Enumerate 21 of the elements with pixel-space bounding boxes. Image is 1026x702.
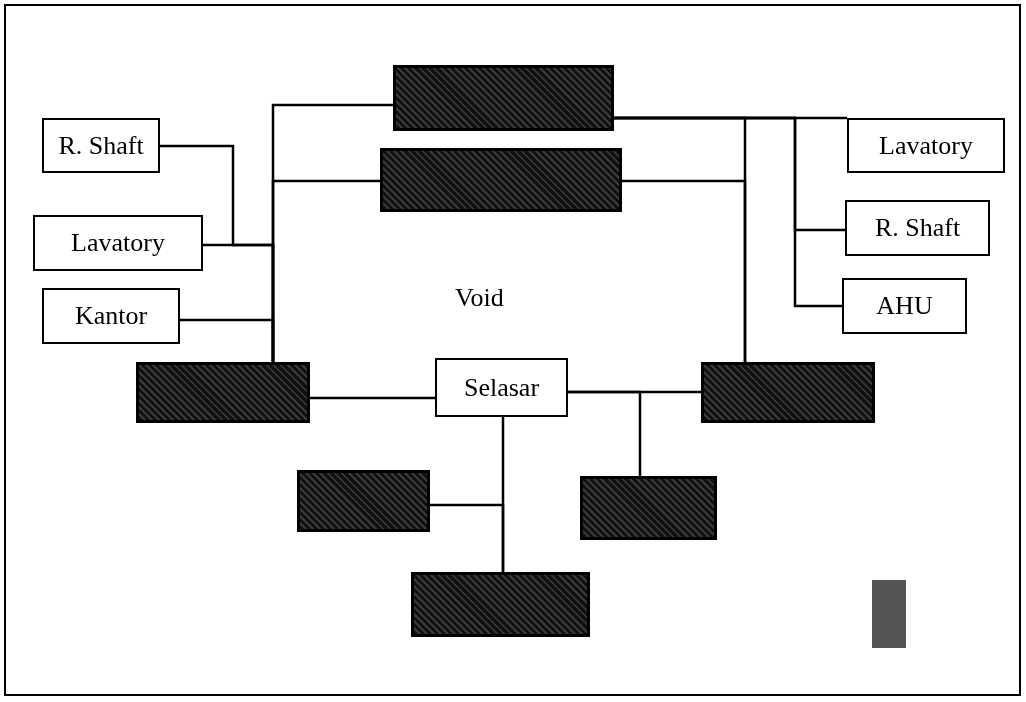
- room-box: Selasar: [435, 358, 568, 417]
- shaded-box: [701, 362, 875, 423]
- room-box: R. Shaft: [42, 118, 160, 173]
- room-box: R. Shaft: [845, 200, 990, 256]
- area-label: Void: [455, 283, 504, 313]
- room-box: Lavatory: [847, 118, 1005, 173]
- shaded-box: [411, 572, 590, 637]
- room-box: Kantor: [42, 288, 180, 344]
- connector-line: [614, 116, 842, 308]
- shaded-box: [380, 148, 622, 212]
- connector-line: [310, 396, 435, 400]
- shaded-box: [393, 65, 614, 131]
- shaded-box: [136, 362, 310, 423]
- room-box: AHU: [842, 278, 967, 334]
- shaded-box: [297, 470, 430, 532]
- connector-line: [622, 179, 747, 362]
- connector-line: [568, 390, 642, 476]
- room-box: Lavatory: [33, 215, 203, 271]
- shaded-box: [580, 476, 717, 540]
- connector-line: [430, 503, 505, 572]
- connector-line: [180, 318, 275, 362]
